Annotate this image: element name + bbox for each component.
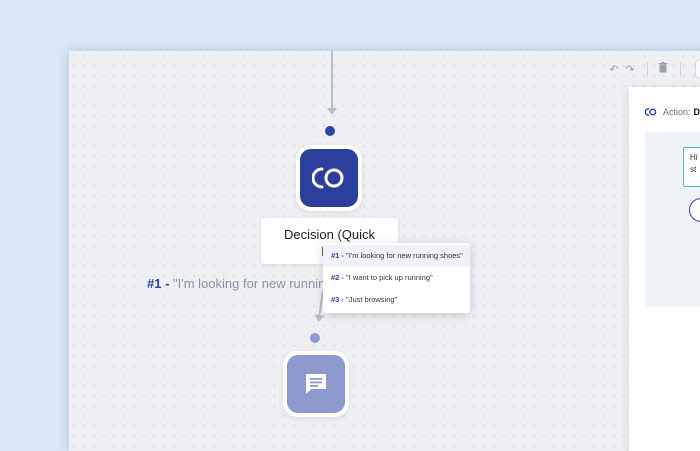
canvas-toolbar: ↶ ↷ C — [607, 59, 700, 79]
decision-icon — [645, 108, 657, 116]
toolbar-divider — [680, 62, 681, 76]
branch-label[interactable]: #1 - "I'm looking for new runnin — [147, 276, 325, 291]
option-button[interactable] — [689, 198, 700, 222]
decision-icon — [312, 167, 344, 189]
toolbar-button[interactable]: C — [695, 59, 700, 79]
decision-label-line1: Decision (Quick — [283, 227, 376, 242]
dropdown-item[interactable]: #3 - "Just browsing" — [331, 295, 398, 304]
undo-icon[interactable]: ↶ — [609, 63, 619, 76]
panel-content: Hi st — [645, 132, 700, 307]
app-window: ↶ ↷ C Decision (Quick Re #1 - "I'm looki… — [69, 51, 700, 451]
branch-number: #1 - — [147, 276, 170, 291]
decision-node-icon[interactable] — [296, 145, 362, 211]
branch-text: "I'm looking for new runnin — [173, 276, 326, 291]
action-key: Action: — [663, 107, 691, 117]
action-panel: Action: De Hi st — [629, 87, 700, 451]
toolbar-divider — [647, 62, 648, 76]
panel-header: Action: De — [645, 107, 700, 117]
message-icon — [306, 374, 326, 394]
connection-point[interactable] — [310, 333, 320, 343]
message-node-icon[interactable] — [283, 351, 349, 417]
dropdown-item[interactable]: #1 - "I'm looking for new running shoes" — [323, 245, 470, 267]
action-value: De — [693, 107, 700, 117]
redo-icon[interactable]: ↷ — [625, 63, 635, 76]
dropdown-item[interactable]: #2 - "I want to pick up running" — [331, 273, 433, 282]
branch-dropdown: #1 - "I'm looking for new running shoes"… — [323, 243, 470, 313]
message-bubble[interactable]: Hi st — [683, 147, 700, 187]
trash-icon[interactable] — [656, 62, 670, 76]
connector-line-top — [327, 51, 337, 115]
connection-point[interactable] — [325, 126, 335, 136]
